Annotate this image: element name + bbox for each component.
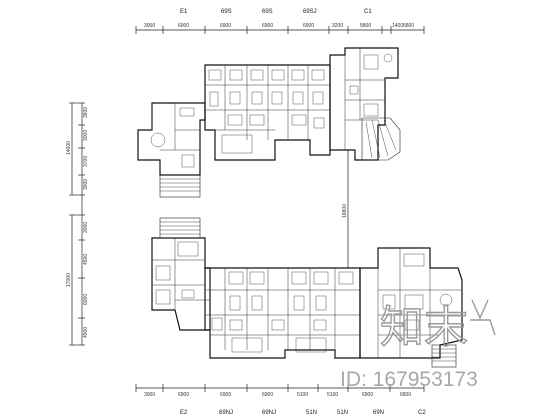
top-dim-8: 1400 <box>392 23 403 29</box>
bottom-axis-7: C2 <box>418 410 426 416</box>
left-dimension-chain: 3600 3000 3700 3000 3000 4500 6000 4500 … <box>66 102 89 346</box>
lower-right-stair <box>431 344 457 368</box>
top-dimension-chain: 3000 6900 6900 6900 6900 3200 5800 1400 … <box>135 9 425 34</box>
bottom-axis-4: 51N <box>306 410 317 416</box>
bottom-dim-7: 6900 <box>362 392 373 398</box>
top-axis-1: E1 <box>180 9 188 15</box>
top-dim-9: 6800 <box>403 23 414 29</box>
left-dim-4: 3000 <box>83 179 89 190</box>
top-axis-3: 69S <box>262 9 273 15</box>
top-dim-1: 3000 <box>144 23 155 29</box>
left-dim-8: 4500 <box>83 327 89 338</box>
bottom-dim-2: 6900 <box>178 392 189 398</box>
bottom-axis-1: E2 <box>180 410 188 416</box>
top-dim-5: 6900 <box>303 23 314 29</box>
bottom-dim-6: 5100 <box>327 392 338 398</box>
top-dim-4: 6900 <box>262 23 273 29</box>
top-dim-6: 3200 <box>332 23 343 29</box>
upper-left-stair <box>159 174 201 198</box>
left-dim-1: 3600 <box>83 107 89 118</box>
lower-building-block <box>151 217 463 368</box>
left-total-upper: 14600 <box>66 141 72 155</box>
bottom-axis-3: 69NJ <box>262 410 276 416</box>
bottom-dim-8: 6800 <box>400 392 411 398</box>
top-axis-2: 69S <box>221 9 232 15</box>
watermark-logo-mark <box>470 299 496 336</box>
bottom-dim-5: 5100 <box>297 392 308 398</box>
watermark: 知末 ID: 167953173 <box>340 299 496 391</box>
middle-dimension: 16800 <box>342 149 352 269</box>
middle-dim-label: 16800 <box>342 204 348 218</box>
watermark-id: ID: 167953173 <box>340 368 478 391</box>
watermark-logo: 知末 <box>380 303 468 352</box>
top-dim-3: 6900 <box>220 23 231 29</box>
left-dim-6: 4500 <box>83 254 89 265</box>
bottom-dimension-chain: 3000 6900 6900 6900 5100 5100 6900 6800 … <box>135 384 426 416</box>
top-axis-4: 69SJ <box>303 9 317 15</box>
bottom-dim-1: 3000 <box>144 392 155 398</box>
bottom-axis-6: 69N <box>373 410 384 416</box>
bottom-axis-5: 51N <box>337 410 348 416</box>
top-dim-7: 5800 <box>360 23 371 29</box>
left-total-lower: 17000 <box>66 273 72 287</box>
left-dim-2: 3000 <box>83 130 89 141</box>
top-dim-2: 6900 <box>178 23 189 29</box>
left-dim-5: 3000 <box>83 222 89 233</box>
bottom-axis-2: 69NJ <box>219 410 233 416</box>
bottom-dim-4: 6900 <box>262 392 273 398</box>
lower-left-stair <box>159 217 201 239</box>
top-axis-5: C1 <box>364 9 372 15</box>
bottom-dim-3: 6900 <box>220 392 231 398</box>
left-dim-3: 3700 <box>83 156 89 167</box>
upper-right-stair <box>361 117 401 161</box>
upper-building-block <box>137 47 401 198</box>
left-dim-7: 6000 <box>83 294 89 305</box>
